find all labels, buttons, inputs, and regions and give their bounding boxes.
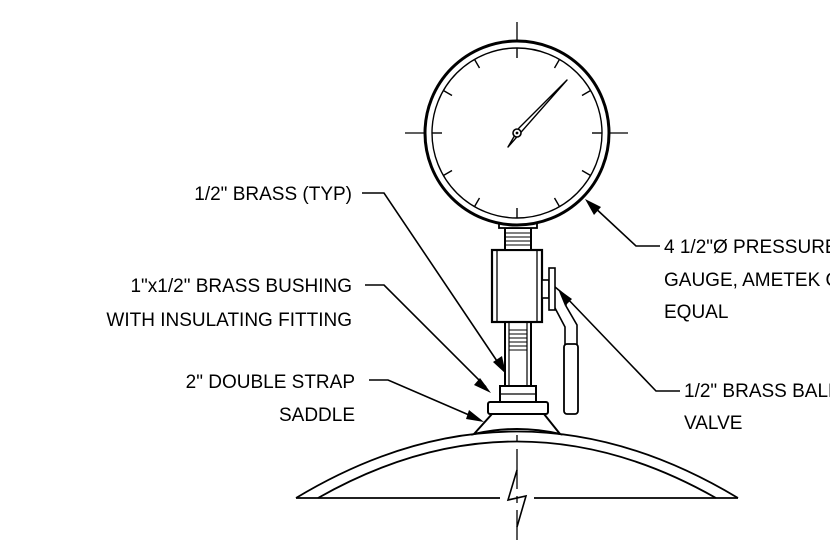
break-line: [506, 469, 528, 528]
gauge-tick: [581, 169, 591, 177]
gauge-tick: [443, 89, 453, 97]
gauge-tick: [473, 59, 481, 69]
label-gauge-line1: 4 1/2"Ø PRESSURE: [664, 237, 830, 258]
leader-lines: [362, 192, 680, 419]
leader-arrowheads: [466, 199, 601, 422]
lower-brass-nipple: [504, 321, 532, 387]
label-brass-typ: 1/2" BRASS (TYP): [194, 184, 352, 205]
pipe: [295, 430, 739, 499]
gauge-needle: [507, 79, 568, 148]
gauge-tick: [553, 59, 561, 69]
label-bushing-line2: WITH INSULATING FITTING: [106, 310, 352, 331]
leader-brass-typ: [362, 192, 502, 368]
pressure-gauge: [423, 39, 611, 227]
leader-bushing: [365, 284, 487, 388]
gauge-tick: [581, 89, 591, 97]
arrow-bushing: [474, 378, 491, 393]
gauge-tick: [443, 169, 453, 177]
label-saddle-line1: 2" DOUBLE STRAP: [186, 372, 355, 393]
arrow-valve: [558, 289, 572, 306]
double-strap-saddle: [471, 401, 563, 436]
arrow-saddle: [466, 410, 484, 422]
label-saddle-line2: SADDLE: [279, 405, 355, 426]
label-gauge-line3: EQUAL: [664, 302, 728, 323]
label-gauge-line2: GAUGE, AMETEK OR: [664, 270, 830, 291]
label-valve-line1: 1/2" BRASS BALL: [684, 381, 830, 402]
ball-valve-body: [490, 248, 544, 324]
gauge-tick: [473, 197, 481, 207]
gauge-tick-marks: [432, 48, 602, 218]
label-valve-line2: VALVE: [684, 413, 742, 434]
brass-bushing: [499, 385, 537, 403]
label-bushing-line1: 1"x1/2" BRASS BUSHING: [130, 276, 352, 297]
gauge-tick: [553, 197, 561, 207]
leader-valve: [563, 294, 680, 392]
leader-saddle: [369, 379, 477, 419]
leader-gauge: [591, 204, 660, 247]
arrow-gauge: [585, 199, 601, 215]
valve-handle: [541, 267, 579, 415]
arrow-brass-typ: [493, 356, 506, 374]
